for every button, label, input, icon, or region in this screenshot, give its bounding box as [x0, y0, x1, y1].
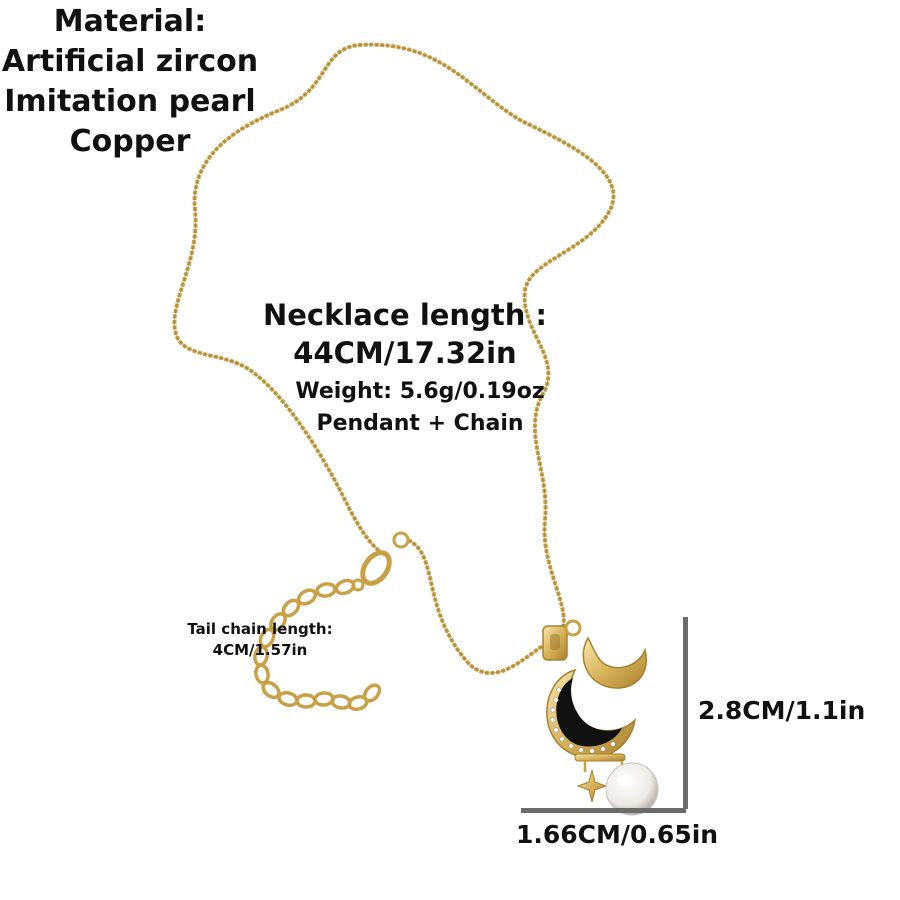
material-item-copper: Copper: [69, 124, 191, 159]
moon-pendant: [542, 619, 659, 816]
gold-moon-charm: [582, 636, 647, 689]
width-measure-bar: [521, 808, 686, 813]
black-enamel-moon: [556, 678, 622, 747]
material-block: Material: Artificial zircon Imitation pe…: [0, 2, 260, 162]
necklace-length-label: Necklace length :: [262, 298, 548, 332]
includes-text: Pendant + Chain: [316, 411, 524, 436]
tail-chain-label: Tail chain length:: [187, 620, 333, 638]
weight-block: Weight: 5.6g/0.19oz Pendant + Chain: [240, 376, 600, 440]
material-item-pearl: Imitation pearl: [4, 84, 256, 119]
pendant-width: 1.66CM/0.65in: [516, 820, 719, 849]
star-charm: [576, 769, 608, 803]
weight-label: Weight:: [295, 379, 393, 404]
necklace-length-block: Necklace length : 44CM/17.32in: [240, 296, 570, 372]
tail-chain: [253, 578, 382, 711]
material-heading: Material:: [53, 4, 207, 39]
tail-chain-value: 4CM/1.57in: [212, 641, 308, 659]
pendant-height: 2.8CM/1.1in: [698, 696, 866, 725]
lobster-clasp: [351, 531, 410, 592]
imitation-pearl: [605, 762, 659, 816]
tail-chain-block: Tail chain length: 4CM/1.57in: [150, 619, 370, 661]
height-measure-bar: [683, 617, 688, 809]
material-item-zircon: Artificial zircon: [1, 44, 259, 79]
necklace-length-value: 44CM/17.32in: [293, 336, 517, 370]
weight-value: 5.6g/0.19oz: [399, 379, 545, 404]
